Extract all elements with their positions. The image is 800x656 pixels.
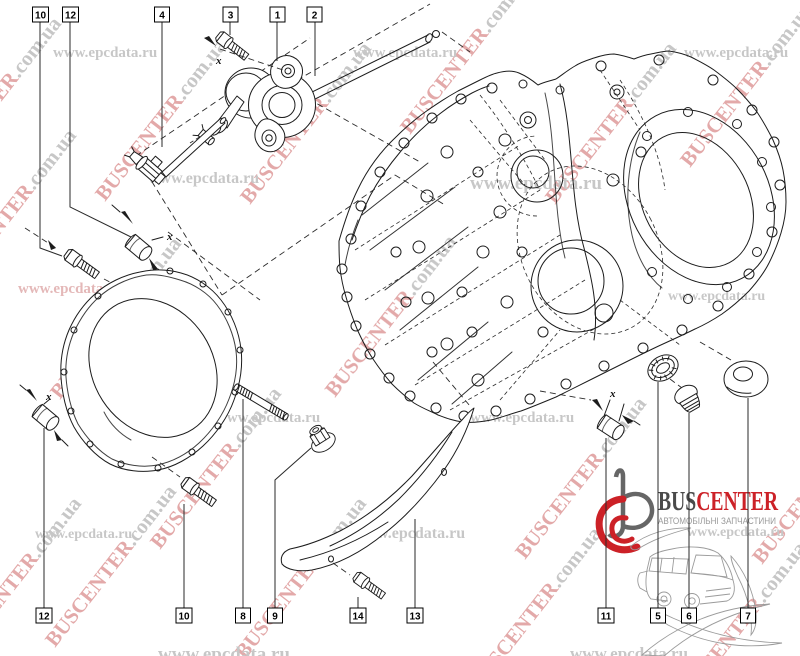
callout-bottom-9[interactable]: 9 <box>267 607 283 624</box>
callout-number: 13 <box>409 612 421 623</box>
logo-wordmark: BUSCENTER <box>658 486 778 516</box>
position-marker-x: x <box>45 391 52 403</box>
logo: BUSCENTER АВТОМОБІЛЬНІ ЗАПЧАСТИНИ <box>595 468 783 656</box>
callout-number: 9 <box>272 612 278 623</box>
callouts: 10 12 4 3 1 2 12 10 8 9 14 13 11 5 6 7 <box>32 6 756 624</box>
watermark-text: www.epcdata.ru <box>35 527 132 542</box>
dowel-pin-11: x <box>539 388 641 443</box>
watermark-diagonal: BUSCENTER.com.ua <box>0 124 81 295</box>
callout-number: 8 <box>240 612 246 623</box>
watermark-text: www.epcdata.ru <box>216 410 320 426</box>
callout-number: 6 <box>686 612 692 623</box>
callout-top-3[interactable]: 3 <box>222 6 239 23</box>
watermark-text: www.epcdata.ru <box>53 45 157 61</box>
callout-number: 4 <box>159 11 165 22</box>
watermark-text: www.epcdata.ru <box>668 289 765 304</box>
watermark-text: www.epcdata.ru <box>684 45 788 61</box>
seal-5 <box>647 354 679 382</box>
callout-bottom-13[interactable]: 13 <box>406 607 424 624</box>
watermark-text: www.epcdata.ru <box>353 45 457 61</box>
callout-number: 12 <box>38 612 50 623</box>
watermark-text: www.epcdata.ru <box>687 525 784 540</box>
callout-number: 12 <box>65 11 77 22</box>
callout-number: 14 <box>352 612 364 623</box>
logo-tagline: АВТОМОБІЛЬНІ ЗАПЧАСТИНИ <box>658 516 776 527</box>
callout-number: 5 <box>655 612 661 623</box>
shield-13 <box>280 407 475 572</box>
callout-top-2[interactable]: 2 <box>306 6 323 23</box>
position-marker-x: x <box>166 231 173 243</box>
callout-number: 10 <box>35 11 47 22</box>
plug-6 <box>674 384 701 413</box>
svg-text:BUSCENTER.com.ua: BUSCENTER.com.ua <box>395 0 536 138</box>
callout-bottom-12[interactable]: 12 <box>35 607 53 624</box>
watermark-diagonal: BUSCENTER.com.ua <box>395 0 536 138</box>
technical-drawing: x x <box>19 3 787 602</box>
callout-number: 2 <box>312 11 318 22</box>
callout-top-12[interactable]: 12 <box>62 6 79 23</box>
watermark-text: www.epcdata.ru <box>158 644 290 656</box>
watermark-text: www.epcdata.ru <box>570 644 688 656</box>
cover-plate <box>60 267 244 472</box>
callout-number: 7 <box>745 612 751 623</box>
nut-9 <box>309 424 336 453</box>
callout-number: 11 <box>601 612 612 623</box>
callout-bottom-10[interactable]: 10 <box>175 607 193 624</box>
svg-text:BUSCENTER.com.ua: BUSCENTER.com.ua <box>230 492 371 656</box>
callout-top-4[interactable]: 4 <box>154 6 170 23</box>
pipe-assembly <box>124 117 227 185</box>
watermark-diagonal: BUSCENTER.com.ua <box>675 0 800 171</box>
watermark-diagonal: BUSCENTER.com.ua <box>230 492 371 656</box>
callout-number: 10 <box>178 612 190 623</box>
callout-number: 3 <box>228 11 234 22</box>
dowel-pin-12b: x <box>19 384 69 447</box>
position-marker-x: x <box>215 55 222 67</box>
callout-number: 1 <box>275 11 281 22</box>
svg-text:BUSCENTER.com.ua: BUSCENTER.com.ua <box>320 230 461 401</box>
callout-top-1[interactable]: 1 <box>269 6 286 23</box>
gearbox-housing <box>305 30 787 423</box>
svg-text:BUSCENTER.com.ua: BUSCENTER.com.ua <box>0 124 81 295</box>
leader-lines <box>39 22 749 608</box>
callout-bottom-14[interactable]: 14 <box>349 607 367 624</box>
callout-bottom-6[interactable]: 6 <box>681 607 697 624</box>
horizontal-watermarks: www.epcdata.ru www.epcdata.ru www.epcdat… <box>18 45 788 656</box>
watermark-text: www.epcdata.ru <box>470 173 602 194</box>
watermark-text: www.epcdata.ru <box>470 410 574 426</box>
callout-bottom-7[interactable]: 7 <box>740 607 756 624</box>
svg-text:BUSCENTER.com.ua: BUSCENTER.com.ua <box>675 0 800 171</box>
watermark-text: www.epcdata.ru <box>148 170 259 187</box>
position-marker-x: x <box>609 388 616 400</box>
callout-top-10[interactable]: 10 <box>32 6 49 23</box>
callout-bottom-11[interactable]: 11 <box>597 607 615 624</box>
ring-7 <box>699 341 769 398</box>
stud-8 <box>233 383 289 421</box>
logo-mark <box>595 468 655 554</box>
callout-bottom-8[interactable]: 8 <box>235 607 251 624</box>
watermark-diagonal: BUSCENTER.com.ua <box>320 230 461 401</box>
callout-bottom-5[interactable]: 5 <box>650 607 666 624</box>
